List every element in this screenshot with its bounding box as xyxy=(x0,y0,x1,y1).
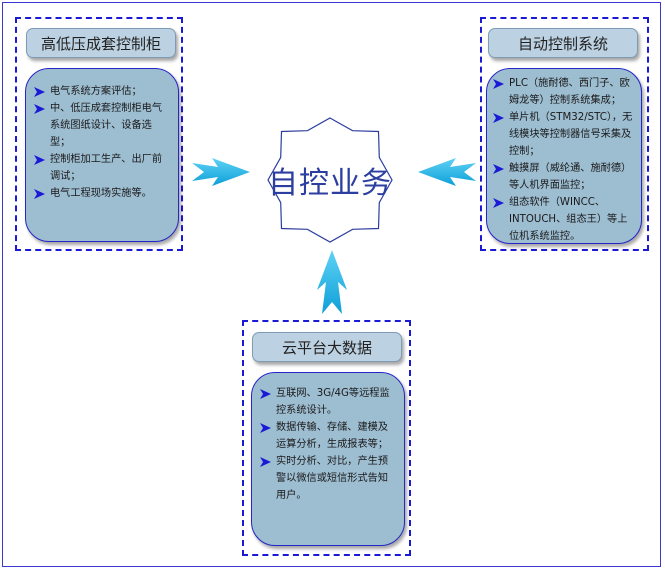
group-card-switchgear: 电气系统方案评估； 中、低压成套控制柜电气系统图纸设计、设备选型； 控制柜加工生… xyxy=(25,68,179,242)
group-card-cloud: 互联网、3G/4G等远程监控系统设计。 数据传输、存储、建模及运算分析，生成报表… xyxy=(251,372,405,546)
bullet-arrow-icon xyxy=(493,79,504,89)
bullet-arrow-icon xyxy=(34,87,45,97)
group-automation xyxy=(480,17,649,251)
bullet-arrow-icon xyxy=(34,104,45,114)
bullet-arrow-icon xyxy=(260,389,271,399)
list-item: 互联网、3G/4G等远程监控系统设计。 xyxy=(258,385,396,419)
group-title-cloud: 云平台大数据 xyxy=(252,332,402,362)
bullet-arrow-icon xyxy=(260,457,271,467)
bullet-arrow-icon xyxy=(493,198,504,208)
group-title-automation: 自动控制系统 xyxy=(488,28,638,58)
center-star-shape xyxy=(267,117,393,243)
list-item: 单片机（STM32/STC），无线模块等控制器信号采集及控制； xyxy=(491,109,635,160)
group-title-switchgear: 高低压成套控制柜 xyxy=(26,28,176,58)
bullet-arrow-icon xyxy=(493,164,504,174)
arrow-from-automation xyxy=(418,158,476,186)
list-item: PLC（施耐德、西门子、欧姆龙等）控制系统集成； xyxy=(491,75,635,109)
center-node-label: 自控业务 xyxy=(268,166,392,201)
list-item: 中、低压成套控制柜电气系统图纸设计、设备选型； xyxy=(32,100,170,151)
arrow-from-cloud xyxy=(317,250,347,314)
group-card-automation: PLC（施耐德、西门子、欧姆龙等）控制系统集成； 单片机（STM32/STC），… xyxy=(486,68,642,244)
list-item: 电气系统方案评估； xyxy=(32,83,170,100)
bullet-arrow-icon xyxy=(493,113,504,123)
bullet-arrow-icon xyxy=(34,155,45,165)
list-item: 触摸屏（威纶通、施耐德）等人机界面监控； xyxy=(491,160,635,194)
list-item: 控制柜加工生产、出厂前调试； xyxy=(32,151,170,185)
list-item: 数据传输、存储、建模及运算分析，生成报表等； xyxy=(258,419,396,453)
group-cloud xyxy=(242,320,411,556)
group-switchgear xyxy=(15,17,183,251)
list-item: 组态软件（WINCC、INTOUCH、组态王）等上位机系统监控。 xyxy=(491,194,635,245)
list-item: 实时分析、对比，产生预警以微信或短信形式告知用户。 xyxy=(258,453,396,504)
arrow-from-switchgear xyxy=(192,158,250,186)
list-item: 电气工程现场实施等。 xyxy=(32,185,170,202)
bullet-arrow-icon xyxy=(34,189,45,199)
bullet-arrow-icon xyxy=(260,423,271,433)
